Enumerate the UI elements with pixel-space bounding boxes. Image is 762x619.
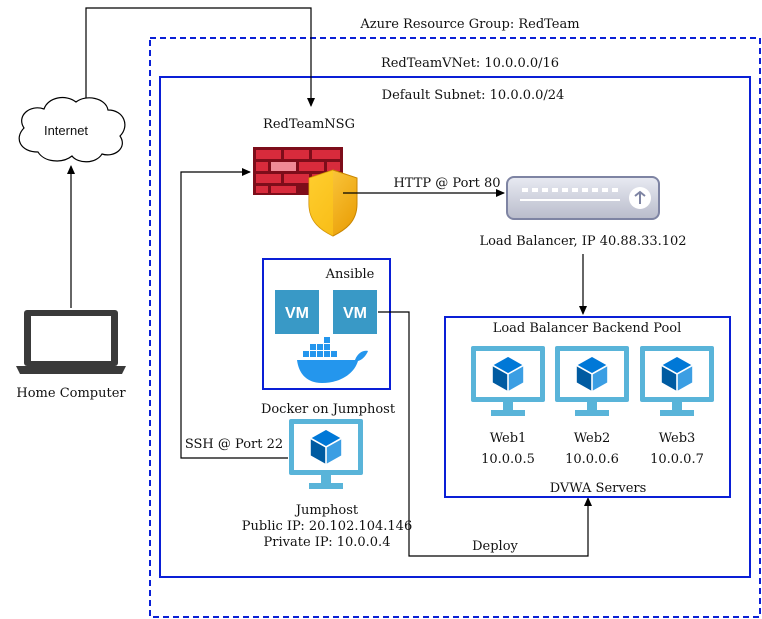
subnet-label: Default Subnet: 10.0.0.0/24 [382,88,565,103]
ssh-connector [180,168,288,459]
deploy-connector [378,311,592,557]
svg-text:VM: VM [343,305,367,322]
vnet-label: RedTeamVNet: 10.0.0.0/16 [381,56,559,71]
load-balancer-label: Load Balancer, IP 40.88.33.102 [479,234,686,249]
jumphost-monitor-icon [289,419,363,489]
resource-group-boundary [149,37,761,618]
web2-name: Web2 [574,431,611,446]
vm-tile-2: VM [333,290,377,334]
web2-ip: 10.0.0.6 [565,452,619,467]
shield-icon [308,169,358,237]
firewall-icon [253,147,343,195]
dvwa-servers-label: DVWA Servers [550,481,647,496]
web3-name: Web3 [659,431,696,446]
internet-to-nsg-connector [85,7,315,107]
nsg-label: RedTeamNSG [263,117,355,132]
internet-label: Internet [44,123,88,138]
laptop-icon [16,310,126,374]
jumphost-private-ip: Private IP: 10.0.0.4 [264,535,391,550]
http-link-label: HTTP @ Port 80 [393,176,500,191]
deploy-link-label: Deploy [472,539,518,554]
ssh-link-label: SSH @ Port 22 [185,437,283,452]
web3-ip: 10.0.0.7 [650,452,704,467]
jumphost-name: Jumphost [294,503,359,518]
resource-group-label: Azure Resource Group: RedTeam [359,17,579,32]
load-balancer-icon [506,176,660,220]
vnet-boundary [159,76,751,578]
jumphost-public-ip: Public IP: 20.102.104.146 [242,519,412,534]
home-computer-label: Home Computer [16,386,126,401]
web1-ip: 10.0.0.5 [481,452,535,467]
backend-pool-label: Load Balancer Backend Pool [493,321,682,336]
docker-jumphost-label: Docker on Jumphost [261,402,396,417]
web1-name: Web1 [490,431,527,446]
docker-whale-icon [297,337,368,383]
vm-tile-1: VM [275,290,319,334]
internet-cloud: Internet [18,96,126,163]
ansible-label: Ansible [325,267,375,282]
svg-text:VM: VM [285,305,309,322]
